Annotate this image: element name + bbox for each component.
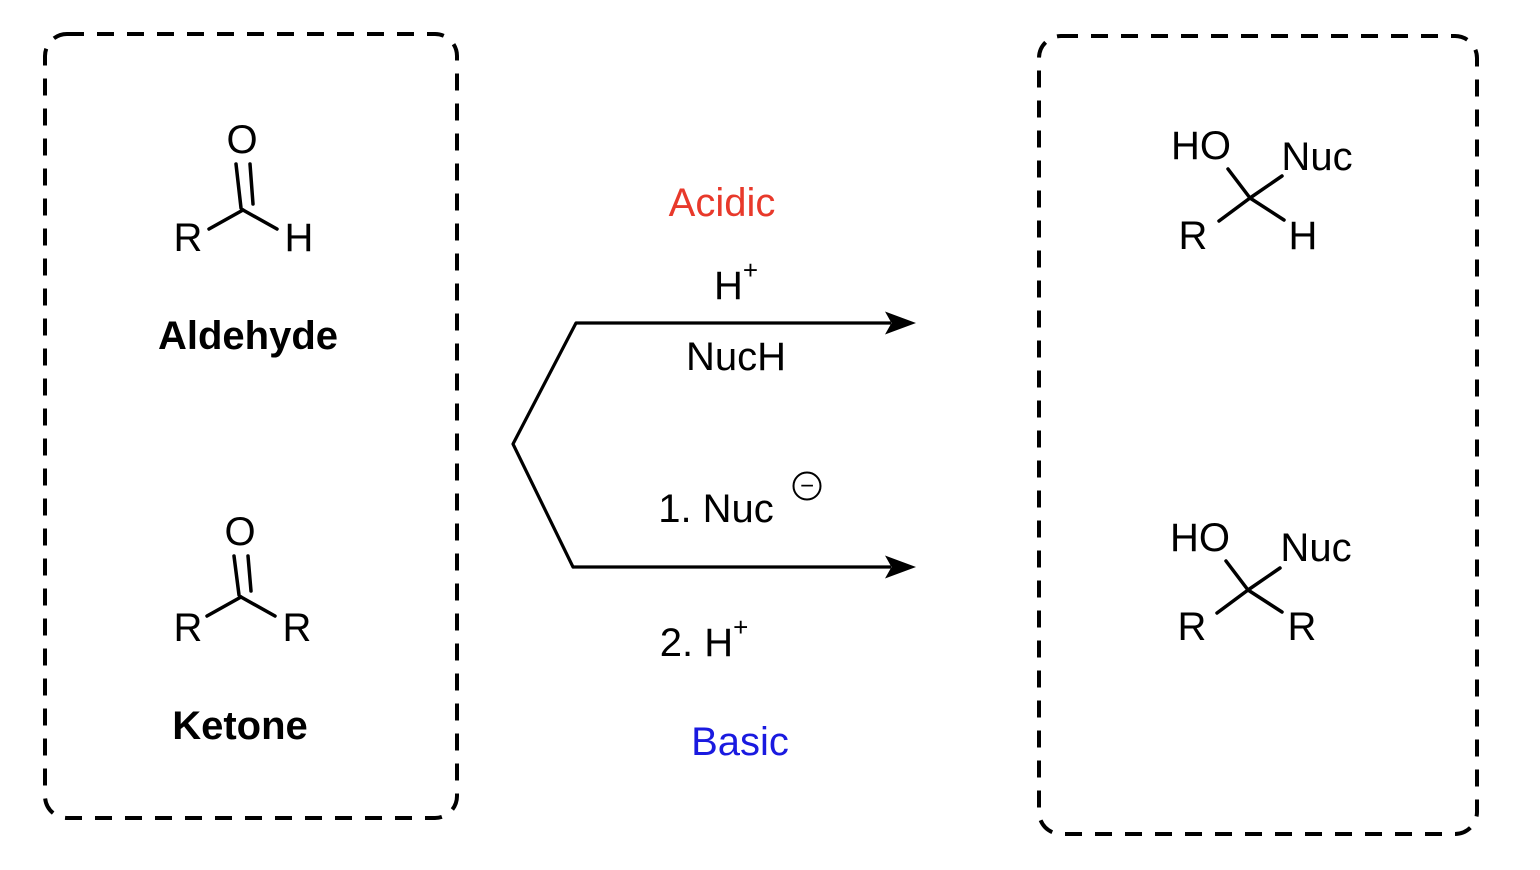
acidic-nucleophile-label: NucH <box>685 335 787 379</box>
aldehyde-co-double-bond-left <box>234 162 243 210</box>
ketone-product-r-left-label: R <box>1177 605 1207 649</box>
aldehyde-oxygen-label: O <box>226 118 258 162</box>
aldehyde-r-label: R <box>173 216 203 260</box>
basic-arrow-head <box>885 555 916 579</box>
ketone-r-left-label: R <box>173 606 203 650</box>
ketone-c-r-left-bond <box>205 595 243 618</box>
aldehyde-product-ho-label: HO <box>1171 124 1231 168</box>
ketone-structure-bonds <box>205 554 277 618</box>
ketone-product-c-nuc-bond <box>1246 566 1282 592</box>
ketone-co-double-bond-right <box>246 554 253 593</box>
reactants-box-border <box>43 32 459 820</box>
aldehyde-structure-bonds <box>207 162 279 231</box>
aldehyde-co-double-bond-right <box>248 162 255 206</box>
aldehyde-name: Aldehyde <box>157 314 339 358</box>
ketone-co-double-bond-left <box>232 554 241 597</box>
aldehyde-product-bonds <box>1217 167 1286 223</box>
basic-step2-label: 2. H+ <box>659 614 749 665</box>
basic-step2-charge: + <box>733 611 749 642</box>
acidic-reagent-charge: + <box>742 254 759 285</box>
acidic-arrow-head <box>885 311 916 335</box>
minus-charge-icon: − <box>792 471 822 501</box>
ketone-name: Ketone <box>172 704 308 748</box>
ketone-c-r-right-bond <box>239 595 277 618</box>
basic-step2-text: 2. H <box>659 621 734 665</box>
basic-condition-title: Basic <box>691 720 789 764</box>
aldehyde-h-label: H <box>284 216 314 260</box>
ketone-product-c-oh-bond <box>1224 559 1250 592</box>
aldehyde-product-c-nuc-bond <box>1248 174 1284 200</box>
aldehyde-c-r-bond <box>207 208 245 231</box>
products-box-border <box>1037 34 1479 836</box>
ketone-r-right-label: R <box>282 606 312 650</box>
aldehyde-product-c-h-bond <box>1248 196 1286 222</box>
acidic-reagent-symbol: H <box>713 264 743 308</box>
ketone-product-c-r-left-bond <box>1215 588 1250 615</box>
aldehyde-c-h-bond <box>241 208 279 231</box>
ketone-product-ho-label: HO <box>1170 516 1230 560</box>
aldehyde-product-nuc-label: Nuc <box>1281 135 1353 179</box>
aldehyde-product-c-oh-bond <box>1226 167 1252 200</box>
aldehyde-product-c-r-bond <box>1217 196 1252 223</box>
reaction-arrows <box>511 311 916 579</box>
ketone-product-nuc-label: Nuc <box>1280 526 1352 570</box>
aldehyde-product-r-label: R <box>1178 214 1208 258</box>
acidic-condition-title: Acidic <box>668 181 776 225</box>
ketone-product-c-r-right-bond <box>1246 588 1284 614</box>
acidic-reagent: H+ <box>713 257 758 308</box>
basic-step1-label: 1. Nuc <box>658 487 774 531</box>
aldehyde-product-h-label: H <box>1288 214 1318 258</box>
ketone-product-r-right-label: R <box>1287 605 1317 649</box>
ketone-product-bonds <box>1215 559 1284 615</box>
ketone-oxygen-label: O <box>224 510 256 554</box>
arrow-branch <box>511 321 578 569</box>
